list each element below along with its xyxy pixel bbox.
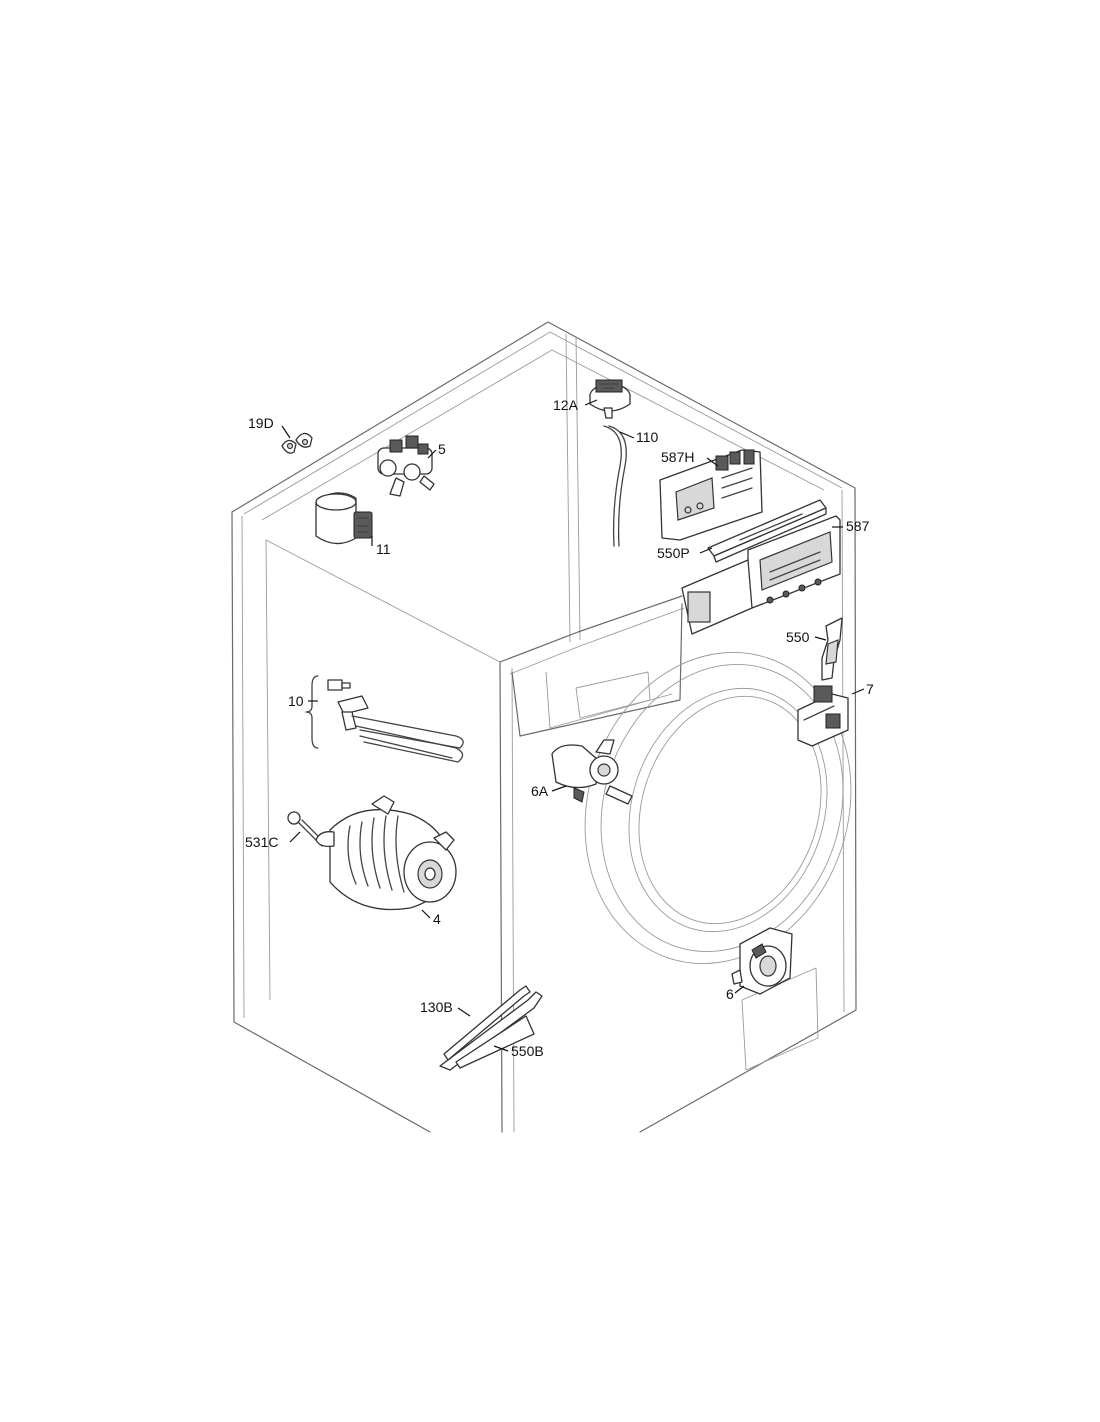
part-7-door-lock [797,685,849,747]
callout-6A: 6A [531,783,549,799]
callout-19D: 19D [248,415,274,431]
callout-4: 4 [433,911,441,927]
part-6A-pump [551,739,633,805]
callout-7: 7 [866,681,874,697]
callout-550B: 550B [511,1043,544,1059]
callout-12A: 12A [553,397,579,413]
part-6-drain-pump [731,927,793,995]
leader-lines [281,399,865,1052]
callout-6: 6 [726,986,734,1002]
part-550-door-handle [821,617,843,681]
callout-587H: 587H [661,449,694,465]
callout-587: 587 [846,518,870,534]
part-4-motor [315,795,457,911]
callout-10: 10 [288,693,304,709]
cabinet-outline [231,321,857,1133]
part-19D-caps [281,432,313,454]
callout-11: 11 [376,541,391,557]
part-10-heater [305,675,464,763]
callout-550: 550 [786,629,810,645]
part-130B-550B-hinge [439,985,543,1071]
door-porthole [584,652,852,964]
part-550P-keypad [707,499,827,563]
callout-550P: 550P [657,545,690,561]
part-5-inlet-valve [377,435,435,497]
callout-5: 5 [438,441,446,457]
part-11-suppressor [315,492,373,545]
part-587-display-module [681,515,841,635]
callout-110: 110 [636,429,659,445]
callout-130B: 130B [420,999,453,1015]
part-110-hose [603,425,627,547]
part-587H-board [659,449,763,541]
part-12A-pressure-switch [589,379,631,419]
callout-labels: 19D 5 11 12A 110 587H 587 550P 550 7 10 … [245,397,874,1059]
callout-531C: 531C [245,834,278,850]
